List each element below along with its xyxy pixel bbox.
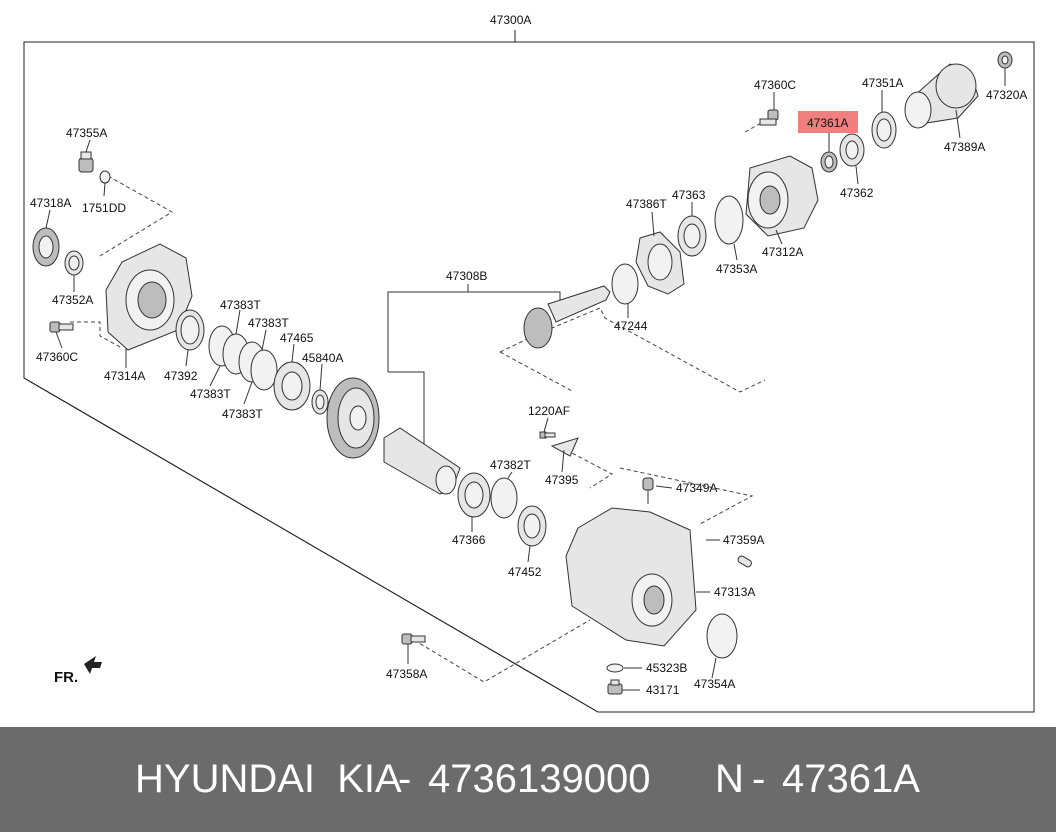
o-ring-47354A bbox=[706, 613, 738, 659]
label-47358A: 47358A bbox=[386, 667, 427, 681]
part-number: 4736139000 bbox=[428, 757, 651, 801]
ring-47352A bbox=[64, 250, 84, 276]
label-47383T-c: 47383T bbox=[190, 387, 231, 401]
housing-47312A bbox=[745, 155, 819, 237]
ring-47382T bbox=[490, 477, 518, 519]
label-47386T: 47386T bbox=[626, 197, 667, 211]
nut-47320A bbox=[997, 51, 1013, 69]
label-47360C-top: 47360C bbox=[754, 78, 796, 92]
assembly-frame bbox=[23, 30, 1035, 713]
brand-name: HYUNDAI KIA bbox=[135, 757, 402, 801]
label-47362: 47362 bbox=[840, 186, 874, 200]
ring-gear bbox=[326, 377, 380, 459]
label-sub-assembly: 47308B bbox=[446, 269, 487, 283]
highlight-box bbox=[798, 111, 858, 133]
label-47363: 47363 bbox=[672, 188, 706, 202]
label-47359A: 47359A bbox=[723, 533, 764, 547]
label-47351A: 47351A bbox=[862, 76, 903, 90]
label-47392: 47392 bbox=[164, 369, 198, 383]
label-47354A: 47354A bbox=[694, 677, 735, 691]
label-45840A: 45840A bbox=[302, 351, 343, 365]
bearing-47465 bbox=[273, 361, 311, 411]
front-direction-indicator bbox=[84, 656, 102, 674]
washer-45323B bbox=[606, 663, 624, 673]
case-47313A bbox=[565, 507, 697, 647]
bearing-47366 bbox=[457, 472, 491, 518]
seal-47452 bbox=[517, 505, 547, 547]
label-43171: 43171 bbox=[646, 683, 680, 697]
part-info-bar: HYUNDAI KIA - 4736139000 N - 47361A bbox=[0, 727, 1056, 832]
label-47353A: 47353A bbox=[716, 262, 757, 276]
flange-47389A bbox=[904, 63, 979, 129]
bolt-47360C-top bbox=[759, 109, 779, 126]
label-47382T: 47382T bbox=[490, 458, 531, 472]
label-47349A: 47349A bbox=[676, 481, 717, 495]
shim-rings-47383T bbox=[208, 325, 278, 391]
label-47318A: 47318A bbox=[30, 196, 71, 210]
ref-separator: - bbox=[752, 757, 766, 801]
label-47244: 47244 bbox=[614, 319, 648, 333]
label-47361A: 47361A bbox=[807, 116, 848, 130]
bolt-47358A bbox=[401, 633, 426, 645]
label-47366: 47366 bbox=[452, 533, 486, 547]
brand-separator: - bbox=[398, 757, 412, 801]
ref-prefix: N bbox=[715, 757, 744, 801]
label-47313A: 47313A bbox=[714, 585, 755, 599]
label-47395: 47395 bbox=[545, 473, 579, 487]
bracket-47395 bbox=[550, 437, 579, 457]
label-47360C-left: 47360C bbox=[36, 350, 78, 364]
leader-lines bbox=[45, 68, 1006, 691]
label-47352A: 47352A bbox=[52, 293, 93, 307]
exploded-view-drawing: 47300A 47308B 47355A 1751DD 47318A 47352… bbox=[23, 13, 1035, 713]
front-arrow-icon bbox=[84, 656, 102, 674]
pinion-shaft bbox=[383, 427, 461, 495]
callout-labels: 47300A 47308B 47355A 1751DD 47318A 47352… bbox=[30, 13, 1027, 697]
label-47312A: 47312A bbox=[762, 245, 803, 259]
label-47452: 47452 bbox=[508, 565, 542, 579]
bearing-47363 bbox=[677, 215, 707, 257]
bolt-47360C-left bbox=[49, 321, 74, 333]
label-47383T-b: 47383T bbox=[248, 316, 289, 330]
plug-43171 bbox=[607, 679, 623, 695]
label-47383T-d: 47383T bbox=[222, 407, 263, 421]
ring-47392 bbox=[175, 309, 205, 351]
label-assembly: 47300A bbox=[490, 13, 531, 27]
label-47314A: 47314A bbox=[104, 369, 145, 383]
bearing-47362 bbox=[839, 133, 865, 167]
ring-45840A bbox=[311, 389, 329, 415]
seal-47351A bbox=[871, 111, 897, 149]
bolt-1220AF bbox=[539, 431, 556, 439]
gasket-47386T bbox=[635, 231, 685, 295]
label-47389A: 47389A bbox=[944, 140, 985, 154]
label-45323B: 45323B bbox=[646, 661, 687, 675]
ring-1751DD bbox=[99, 170, 111, 184]
o-ring-47244 bbox=[611, 263, 639, 305]
label-47355A: 47355A bbox=[66, 126, 107, 140]
o-ring-47353A bbox=[714, 195, 744, 245]
plug-47355A bbox=[78, 151, 94, 173]
cover-47314A bbox=[105, 243, 193, 351]
parts-diagram: 47300A 47308B 47355A 1751DD 47318A 47352… bbox=[23, 13, 1035, 713]
ref-code: 47361A bbox=[782, 757, 920, 801]
seal-47361A bbox=[820, 151, 838, 173]
breather-47349A bbox=[642, 477, 654, 504]
pin-47359A bbox=[737, 555, 752, 568]
label-47383T-a: 47383T bbox=[220, 298, 261, 312]
label-47465: 47465 bbox=[280, 331, 314, 345]
seal-47318A bbox=[32, 227, 60, 267]
label-1751DD: 1751DD bbox=[82, 201, 126, 215]
label-front: FR. bbox=[54, 669, 78, 686]
drive-pinion bbox=[523, 285, 611, 349]
label-47320A: 47320A bbox=[986, 88, 1027, 102]
label-1220AF: 1220AF bbox=[528, 404, 570, 418]
